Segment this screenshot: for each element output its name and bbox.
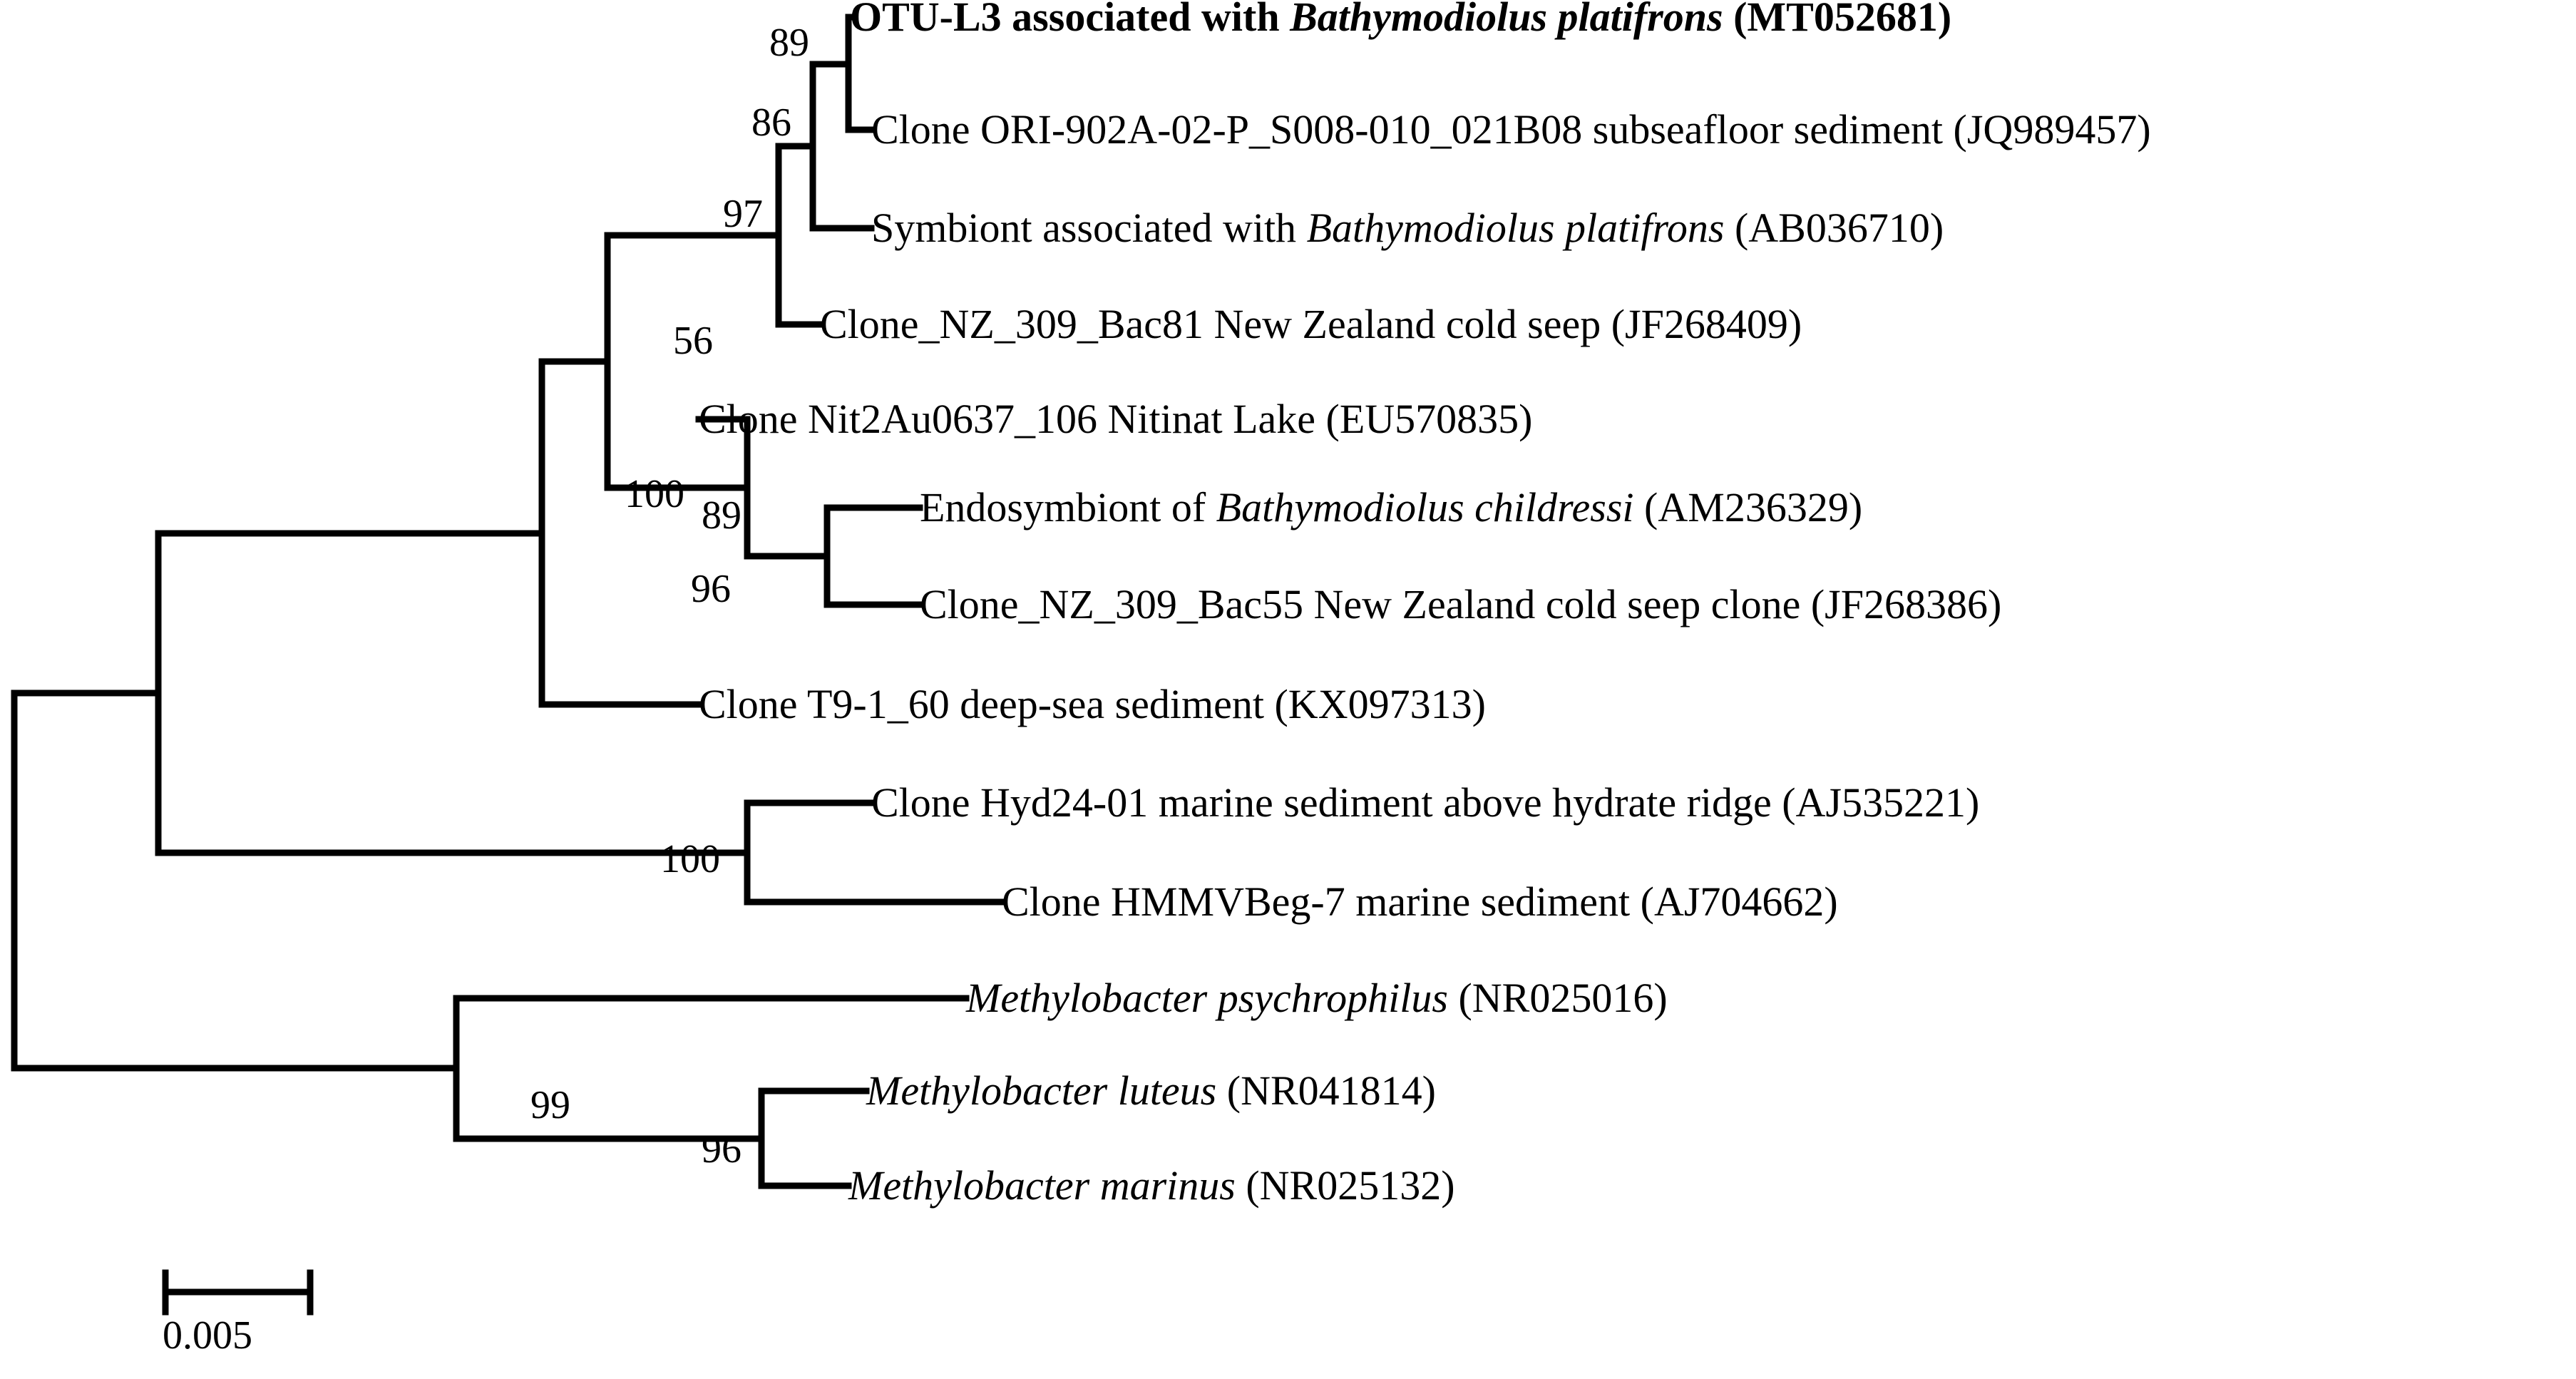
taxon-species-italic: Methylobacter marinus [848,1162,1236,1209]
taxon-label-symbiont-b-platifrons: Symbiont associated with Bathymodiolus p… [871,207,1944,249]
taxon-suffix: (AM236329) [1633,484,1863,530]
taxon-suffix: (NR041814) [1216,1067,1436,1114]
bootstrap-value-node-100-a: 100 [625,472,684,516]
taxon-label-clone-t9-1-60: Clone T9-1_60 deep-sea sediment (KX09731… [699,684,1486,725]
bootstrap-value-node-99: 99 [530,1083,570,1127]
bootstrap-value-node-97: 97 [723,192,763,236]
taxon-label-clone-hmmvbeg-7: Clone HMMVBeg-7 marine sediment (AJ70466… [1002,881,1838,923]
bootstrap-value-node-100-b: 100 [660,837,720,881]
taxon-prefix: Symbiont associated with [871,205,1307,251]
taxon-prefix: Clone ORI-902A-02-P_S008-010_021B08 subs… [871,106,2151,153]
bootstrap-value-node-89-top: 89 [769,21,809,65]
taxon-species-italic: Bathymodiolus platifrons [1290,0,1723,40]
taxon-label-otu-l3: OTU-L3 associated with Bathymodiolus pla… [850,0,1951,38]
taxon-suffix: (NR025016) [1447,975,1668,1021]
taxon-prefix: Endosymbiont of [920,484,1216,530]
taxon-label-clone-nz-309-bac55: Clone_NZ_309_Bac55 New Zealand cold seep… [920,584,2001,625]
bootstrap-value-node-89-mid: 89 [702,493,742,538]
taxon-label-clone-nit2au0637: Clone Nit2Au0637_106 Nitinat Lake (EU570… [699,399,1533,440]
taxon-suffix: (AB036710) [1724,205,1944,251]
taxon-label-clone-hyd24-01: Clone Hyd24-01 marine sediment above hyd… [871,782,1979,824]
taxon-prefix: OTU-L3 associated with [850,0,1290,40]
taxon-label-clone-ori-902a: Clone ORI-902A-02-P_S008-010_021B08 subs… [871,109,2151,150]
taxon-label-endosymbiont-b-childressi: Endosymbiont of Bathymodiolus childressi… [920,487,1862,528]
taxon-prefix: Clone_NZ_309_Bac81 New Zealand cold seep… [820,301,1802,347]
taxon-species-italic: Methylobacter luteus [866,1067,1217,1114]
taxon-label-methylobacter-psychrophilus: Methylobacter psychrophilus (NR025016) [966,978,1668,1019]
taxon-species-italic: Bathymodiolus platifrons [1306,205,1725,251]
taxon-species-italic: Bathymodiolus childressi [1216,484,1634,530]
taxon-prefix: Clone T9-1_60 deep-sea sediment (KX09731… [699,681,1486,727]
taxon-prefix: Clone Nit2Au0637_106 Nitinat Lake (EU570… [699,396,1533,442]
taxon-label-methylobacter-luteus: Methylobacter luteus (NR041814) [866,1070,1436,1112]
taxon-suffix: (NR025132) [1235,1162,1455,1209]
scale-bar-label: 0.005 [163,1313,252,1358]
bootstrap-value-node-56: 56 [673,319,713,363]
taxon-prefix: Clone_NZ_309_Bac55 New Zealand cold seep… [920,581,2002,627]
bootstrap-value-node-86: 86 [751,101,791,145]
taxon-label-clone-nz-309-bac81: Clone_NZ_309_Bac81 New Zealand cold seep… [820,304,1802,345]
taxon-prefix: Clone HMMVBeg-7 marine sediment (AJ70466… [1002,878,1838,925]
bootstrap-value-node-96-mid: 96 [691,567,731,611]
taxon-label-methylobacter-marinus: Methylobacter marinus (NR025132) [848,1165,1455,1206]
bootstrap-value-node-96-bot: 96 [702,1127,742,1172]
taxon-suffix: (MT052681) [1723,0,1952,40]
taxon-species-italic: Methylobacter psychrophilus [966,975,1448,1021]
taxon-prefix: Clone Hyd24-01 marine sediment above hyd… [871,779,1980,826]
